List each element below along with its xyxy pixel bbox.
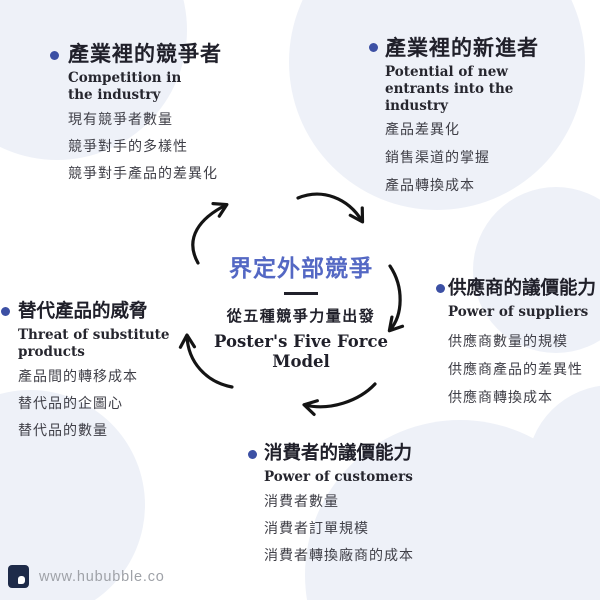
force-title: 供應商的議價能力 xyxy=(448,277,597,298)
bullet-dot-icon xyxy=(369,43,378,52)
force-title: 消費者的議價能力 xyxy=(264,442,413,463)
diagram-subtitle-zh: 從五種競爭力量出發 xyxy=(226,308,376,325)
force-item-list: 產品差異化 銷售渠道的掌握 產品轉換成本 xyxy=(385,120,575,194)
bullet-dot-icon xyxy=(436,284,445,293)
footer: www.hububble.co xyxy=(8,565,165,588)
background-circle xyxy=(473,187,600,353)
force-item: 供應商轉換成本 xyxy=(448,389,553,405)
force-section-industry-competitors: 產業裡的競爭者 Competition in the industry 現有競爭… xyxy=(45,42,222,191)
website-url: www.hububble.co xyxy=(39,568,165,585)
force-title: 產業裡的新進者 xyxy=(385,37,539,60)
force-subtitle-en: Power of suppliers xyxy=(448,304,589,320)
bullet-dot-icon xyxy=(50,51,59,60)
force-item: 現有競爭者數量 xyxy=(68,111,173,127)
force-item: 銷售渠道的掌握 xyxy=(385,149,490,165)
title-divider xyxy=(284,292,318,295)
force-subtitle-en: Threat of substitute products xyxy=(18,327,170,360)
force-title: 產業裡的競爭者 xyxy=(68,43,222,66)
force-section-customers: 消費者的議價能力 Power of customers 消費者數量 消費者訂單規… xyxy=(242,441,414,573)
force-title: 替代產品的威脅 xyxy=(18,300,148,321)
hububble-logo-icon xyxy=(8,565,29,588)
diagram-title: 界定外部競爭 xyxy=(229,255,373,281)
force-item: 產品轉換成本 xyxy=(385,177,475,193)
diagram-subtitle-en: Poster's Five Force Model xyxy=(213,332,389,371)
bullet-dot-icon xyxy=(1,307,10,316)
force-item: 供應商數量的規模 xyxy=(448,333,568,349)
force-item: 產品間的轉移成本 xyxy=(18,368,138,384)
force-item: 競爭對手的多樣性 xyxy=(68,138,188,154)
force-item: 消費者訂單規模 xyxy=(264,520,369,536)
force-section-suppliers: 供應商的議價能力 Power of suppliers 供應商數量的規模 供應商… xyxy=(431,276,596,416)
force-item-list: 供應商數量的規模 供應商產品的差異性 供應商轉換成本 xyxy=(448,332,596,406)
force-subtitle-en: Potential of new entrants into the indus… xyxy=(385,64,514,114)
force-section-new-entrants: 產業裡的新進者 Potential of new entrants into t… xyxy=(363,36,575,204)
force-subtitle-en: Power of customers xyxy=(264,469,413,485)
force-section-substitutes: 替代產品的威脅 Threat of substitute products 產品… xyxy=(1,299,173,448)
force-subtitle-en: Competition in the industry xyxy=(68,70,182,103)
cycle-arrow-top-icon xyxy=(296,192,365,224)
center-block: 界定外部競爭 從五種競爭力量出發 Poster's Five Force Mod… xyxy=(170,249,432,372)
force-item: 替代品的數量 xyxy=(18,422,108,438)
force-item: 供應商產品的差異性 xyxy=(448,361,583,377)
force-item: 產品差異化 xyxy=(385,121,460,137)
bullet-dot-icon xyxy=(248,450,257,459)
force-item-list: 現有競爭者數量 競爭對手的多樣性 競爭對手產品的差異化 xyxy=(68,110,222,182)
force-item: 競爭對手產品的差異化 xyxy=(68,165,218,181)
force-item: 消費者轉換廠商的成本 xyxy=(264,547,414,563)
force-item-list: 產品間的轉移成本 替代品的企圖心 替代品的數量 xyxy=(18,367,173,439)
force-item: 替代品的企圖心 xyxy=(18,395,123,411)
force-item: 消費者數量 xyxy=(264,493,339,509)
cycle-arrow-bottom-icon xyxy=(302,382,377,416)
force-item-list: 消費者數量 消費者訂單規模 消費者轉換廠商的成本 xyxy=(264,492,414,564)
